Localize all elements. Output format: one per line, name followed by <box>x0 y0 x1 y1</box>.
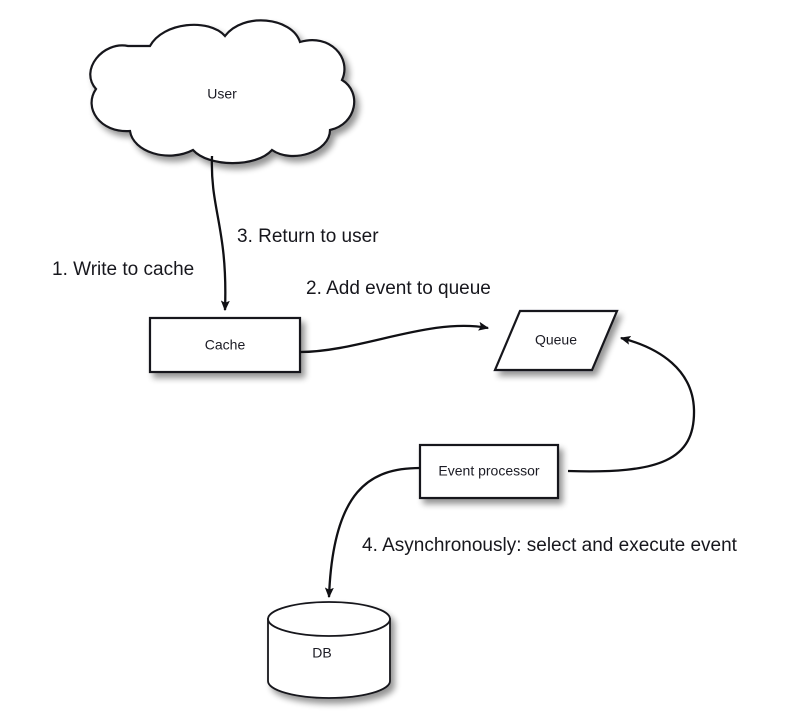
node-cache[interactable]: Cache <box>148 316 302 374</box>
node-event-processor[interactable]: Event processor <box>418 443 560 500</box>
edge-user-to-cache <box>210 155 230 312</box>
edge-label-step-1: 1. Write to cache <box>52 259 194 280</box>
edge-event-processor-to-db <box>324 466 421 599</box>
node-queue[interactable]: Queue <box>493 309 619 372</box>
edge-queue-to-event-processor <box>567 335 696 473</box>
edge-label-step-3: 3. Return to user <box>237 226 379 247</box>
node-event-processor-label: Event processor <box>438 463 539 479</box>
node-user-label: User <box>207 86 237 102</box>
node-cache-label: Cache <box>205 337 246 353</box>
node-db[interactable]: DB <box>267 601 391 699</box>
edge-label-step-2: 2. Add event to queue <box>306 278 491 299</box>
node-queue-label: Queue <box>535 332 577 348</box>
edge-cache-to-queue <box>299 321 490 354</box>
node-user[interactable]: User <box>89 19 356 165</box>
edge-label-step-4: 4. Asynchronously: select and execute ev… <box>362 535 738 556</box>
node-db-label: DB <box>312 645 331 661</box>
